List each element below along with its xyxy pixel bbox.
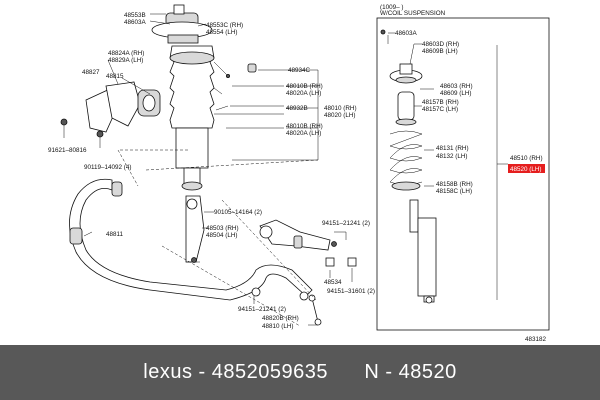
coil-shock-assembly[interactable] xyxy=(380,29,437,304)
label-48609: 48609 (LH) xyxy=(440,90,472,97)
label-48603a-top: 48603A xyxy=(124,19,147,26)
label-48609b: 48609B (LH) xyxy=(422,48,458,55)
label-48020a-1: 48020A (LH) xyxy=(286,90,321,97)
label-48157c: 48157C (LH) xyxy=(422,106,458,113)
air-spring-assembly[interactable] xyxy=(151,4,257,191)
label-48010: 48010 (RH) xyxy=(324,105,357,112)
lower-bracket[interactable] xyxy=(185,195,205,263)
label-90119: 90119–14092 (4) xyxy=(84,164,132,171)
label-48554: 48554 (LH) xyxy=(206,29,238,36)
coil-suspension-inset xyxy=(376,17,550,331)
parts-diagram: 48553B 48603A 48553C (RH) 48554 (LH) 488… xyxy=(48,4,550,343)
label-48010b-2: 48010B (RH) xyxy=(286,123,323,130)
label-48503: 48503 (RH) xyxy=(206,225,239,232)
label-48020a-2: 48020A (LH) xyxy=(286,130,321,137)
label-48010b-1: 48010B (RH) xyxy=(286,83,323,90)
label-91621: 91621–80816 xyxy=(48,147,87,154)
label-48157b: 48157B (RH) xyxy=(422,99,459,106)
part-labels: 48553B 48603A 48553C (RH) 48554 (LH) 488… xyxy=(48,4,547,343)
label-48553b: 48553B xyxy=(124,12,146,19)
label-94151-a: 94151–21241 (2) xyxy=(322,220,370,227)
caption-separator-2: - xyxy=(385,361,393,383)
label-48158b: 48158B (RH) xyxy=(436,181,473,188)
label-48158c: 48158C (LH) xyxy=(436,188,472,195)
label-48810: 48810 (LH) xyxy=(262,323,294,330)
inset-date-note: (1009– ) xyxy=(380,4,403,11)
label-48603a-inset: 48603A xyxy=(395,30,418,37)
label-48815: 48815 xyxy=(106,73,124,80)
label-48510: 48510 (RH) xyxy=(510,155,543,162)
label-48553c: 48553C (RH) xyxy=(206,22,243,29)
label-48020: 48020 (LH) xyxy=(324,112,356,119)
left-leader-lines xyxy=(83,13,353,327)
label-48934c: 48934C xyxy=(288,67,311,74)
stabilizer-bar[interactable] xyxy=(69,178,313,301)
label-48824a: 48824A (RH) xyxy=(108,50,144,57)
label-48504: 48504 (LH) xyxy=(206,232,238,239)
inset-title: W/COIL SUSPENSION xyxy=(380,10,446,17)
label-48829a: 48829A (LH) xyxy=(108,57,143,64)
highlight-48520 xyxy=(508,164,545,173)
label-48811: 48811 xyxy=(106,231,124,238)
label-90105: 90105–14164 (2) xyxy=(214,209,262,216)
inset-leader-lines xyxy=(387,32,508,300)
label-48827: 48827 xyxy=(82,69,100,76)
label-48131: 48131 (RH) xyxy=(436,145,469,152)
stabilizer-link[interactable] xyxy=(251,287,322,326)
label-48932b: 48932B xyxy=(286,105,308,112)
caption-separator: - xyxy=(198,361,206,383)
label-48534: 48534 xyxy=(324,279,342,286)
caption-text: lexus - 4852059635 N - 48520 xyxy=(143,361,456,384)
label-48820b: 48820B (RH) xyxy=(262,315,299,322)
label-94151-b: 94151–31601 (2) xyxy=(327,288,375,295)
stabilizer-bracket-cluster[interactable] xyxy=(60,81,161,148)
caption-variant: N xyxy=(364,361,380,383)
caption-bar: lexus - 4852059635 N - 48520 xyxy=(0,345,600,400)
caption-brand: lexus xyxy=(143,361,193,383)
label-48520: 48520 (LH) xyxy=(510,166,542,173)
figure-code: 483182 xyxy=(525,336,547,343)
label-48603d: 48603D (RH) xyxy=(422,41,459,48)
lower-arm[interactable] xyxy=(259,219,357,267)
label-94151-c: 94151–21241 (2) xyxy=(238,306,286,313)
caption-ref: 48520 xyxy=(398,361,457,383)
caption-part-number: 4852059635 xyxy=(211,361,328,383)
label-48132: 48132 (LH) xyxy=(436,153,468,160)
label-48603: 48603 (RH) xyxy=(440,83,473,90)
